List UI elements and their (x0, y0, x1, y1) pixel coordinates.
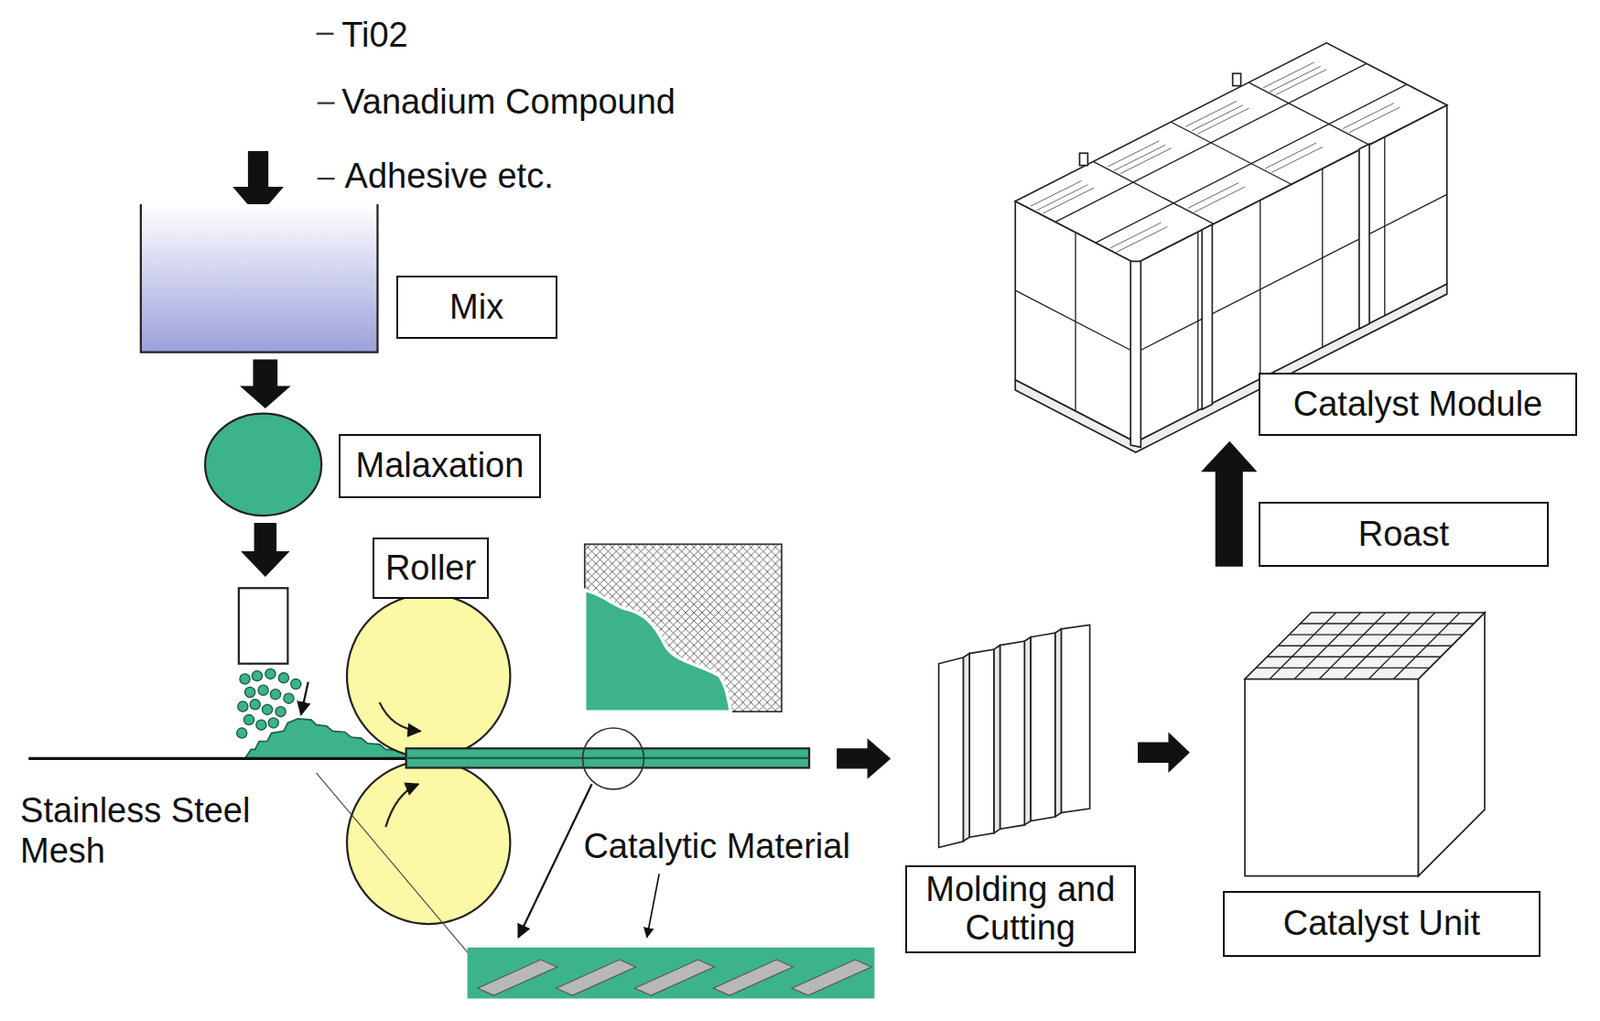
step-box: Catalyst Module (1258, 372, 1579, 436)
flow-arrow (240, 522, 291, 577)
step-label: Roller (385, 549, 476, 588)
pointer-arrow (647, 873, 660, 937)
step-box: Roast (1258, 501, 1550, 566)
flow-arrow (239, 358, 292, 409)
step-label: Molding and Cutting (918, 870, 1124, 948)
step-box: Mix (396, 275, 558, 339)
magnifier-circle (583, 727, 645, 790)
mesh-inset (584, 543, 782, 712)
flow-arrow (1137, 731, 1190, 773)
part-label: Vanadium Compound (339, 82, 678, 123)
flow-arrow (1200, 441, 1257, 567)
hopper (238, 587, 289, 664)
part-label: Catalytic Material (581, 826, 852, 867)
step-box: Molding and Cutting (905, 864, 1136, 953)
list-dashes (316, 33, 336, 179)
step-label: Catalyst Unit (1283, 904, 1481, 943)
flow-arrow (836, 737, 891, 779)
step-box: Catalyst Unit (1222, 890, 1542, 956)
step-label: Roast (1358, 515, 1449, 554)
step-box: Roller (372, 537, 489, 599)
part-label: Ti02 (339, 15, 411, 56)
catalyst-unit-cube (1244, 612, 1485, 876)
step-label: Catalyst Module (1293, 385, 1543, 424)
part-label: Adhesive etc. (343, 156, 556, 197)
steel-mesh-line (28, 756, 406, 760)
corrugated-plates (939, 624, 1091, 847)
coated-sheet (406, 747, 810, 768)
step-box: Malaxation (338, 433, 541, 498)
part-label: Stainless Steel Mesh (18, 790, 298, 871)
malaxation-ball (205, 413, 322, 517)
pointer-arrow (301, 681, 309, 715)
step-label: Mix (449, 288, 504, 327)
step-label: Malaxation (356, 446, 525, 486)
mixing-tank (140, 204, 379, 353)
sheet-cross-section (467, 947, 876, 999)
leader-line (316, 772, 470, 954)
